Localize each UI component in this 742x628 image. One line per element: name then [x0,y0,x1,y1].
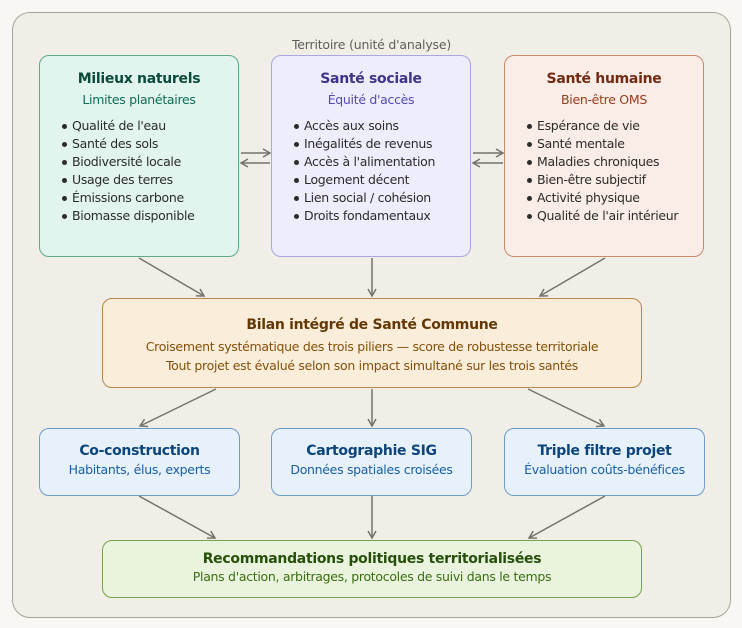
pillar-subtitle: Équité d'accès [327,92,415,107]
pillar-sante-humaine: Santé humaine Bien-être OMS Espérance de… [504,55,704,257]
list-item: Bien-être subjectif [527,171,703,189]
list-item: Maladies chroniques [527,153,703,171]
tool-title: Triple filtre projet [537,443,672,459]
tool-co-construction: Co-construction Habitants, élus, experts [39,428,240,496]
tool-subtitle: Habitants, élus, experts [68,462,211,477]
list-item: Activité physique [527,189,703,207]
pillar-title: Milieux naturels [77,71,201,87]
bilan-integre-box: Bilan intégré de Santé Commune Croisemen… [102,298,642,388]
list-item: Lien social / cohésion [294,189,470,207]
tool-subtitle: Évaluation coûts-bénéfices [524,462,685,477]
recommendations-title: Recommandations politiques territorialis… [202,551,542,567]
list-item: Inégalités de revenus [294,135,470,153]
indicator-list: Espérance de vie Santé mentale Maladies … [505,117,703,225]
bilan-line-2: Tout projet est évalué selon son impact … [165,358,579,373]
recommendations-subtitle: Plans d'action, arbitrages, protocoles d… [192,569,552,584]
pillar-subtitle: Limites planétaires [82,92,196,107]
list-item: Espérance de vie [527,117,703,135]
list-item: Logement décent [294,171,470,189]
list-item: Qualité de l'air intérieur [527,207,703,225]
list-item: Santé des sols [62,135,238,153]
tool-title: Cartographie SIG [306,443,437,459]
tool-subtitle: Données spatiales croisées [290,462,453,477]
recommendations-box: Recommandations politiques territorialis… [102,540,642,598]
list-item: Droits fondamentaux [294,207,470,225]
list-item: Usage des terres [62,171,238,189]
pillar-title: Santé sociale [320,71,422,87]
list-item: Biodiversité locale [62,153,238,171]
pillar-milieux-naturels: Milieux naturels Limites planétaires Qua… [39,55,239,257]
list-item: Santé mentale [527,135,703,153]
bilan-line-1: Croisement systématique des trois pilier… [145,339,599,354]
tool-triple-filtre: Triple filtre projet Évaluation coûts-bé… [504,428,705,496]
indicator-list: Qualité de l'eau Santé des sols Biodiver… [40,117,238,225]
list-item: Accès aux soins [294,117,470,135]
list-item: Qualité de l'eau [62,117,238,135]
list-item: Biomasse disponible [62,207,238,225]
bilan-title: Bilan intégré de Santé Commune [246,317,498,333]
tool-title: Co-construction [79,443,200,459]
list-item: Émissions carbone [62,189,238,207]
territory-label: Territoire (unité d'analyse) [291,37,451,52]
list-item: Accès à l'alimentation [294,153,470,171]
pillar-subtitle: Bien-être OMS [561,92,647,107]
pillar-sante-sociale: Santé sociale Équité d'accès Accès aux s… [271,55,471,257]
indicator-list: Accès aux soins Inégalités de revenus Ac… [272,117,470,225]
pillar-title: Santé humaine [546,71,662,87]
tool-cartographie-sig: Cartographie SIG Données spatiales crois… [271,428,472,496]
